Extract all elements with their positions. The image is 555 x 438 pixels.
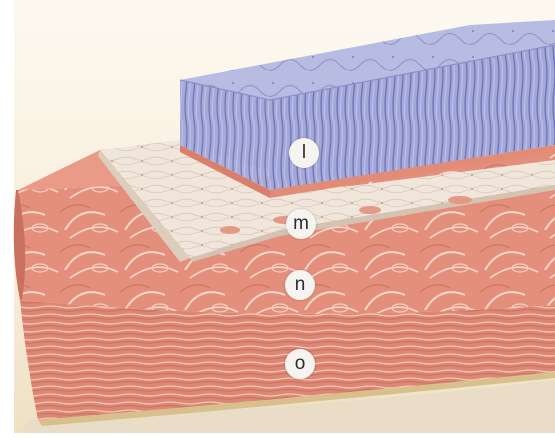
label-l: l: [289, 138, 319, 168]
label-n: n: [285, 270, 315, 300]
label-m: m: [286, 209, 316, 239]
label-o: o: [285, 349, 315, 379]
